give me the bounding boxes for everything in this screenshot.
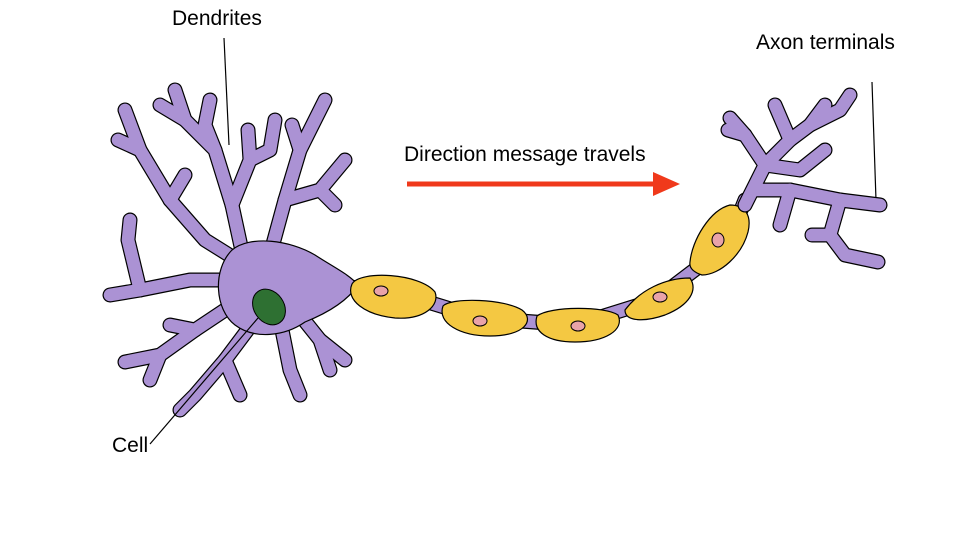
myelin-segment <box>350 274 437 319</box>
cell-label: Cell <box>112 434 149 457</box>
dendrites-leader-line <box>223 37 230 146</box>
axon-terminals-label: Axon terminals <box>756 31 895 54</box>
direction-arrow <box>407 172 680 196</box>
myelin-sheath <box>350 204 750 343</box>
axon-terminals <box>720 87 888 270</box>
direction-label: Direction message travels <box>404 143 646 166</box>
cell-leader-line <box>149 317 259 445</box>
cell-nucleus <box>252 288 286 326</box>
myelin-segment <box>689 204 750 276</box>
cell-body <box>217 240 359 336</box>
myelin-segment <box>535 307 620 343</box>
schwann-nucleus <box>373 285 389 297</box>
dendrites-label: Dendrites <box>172 7 262 30</box>
myelin-segment <box>441 299 528 337</box>
schwann-nucleus <box>652 291 668 303</box>
schwann-nucleus <box>570 320 586 332</box>
dendrites <box>102 82 353 418</box>
schwann-nucleus <box>472 315 488 327</box>
axon-terminals-leader-line <box>871 81 877 201</box>
schwann-nucleus <box>711 232 725 248</box>
myelin-segment <box>624 277 694 321</box>
